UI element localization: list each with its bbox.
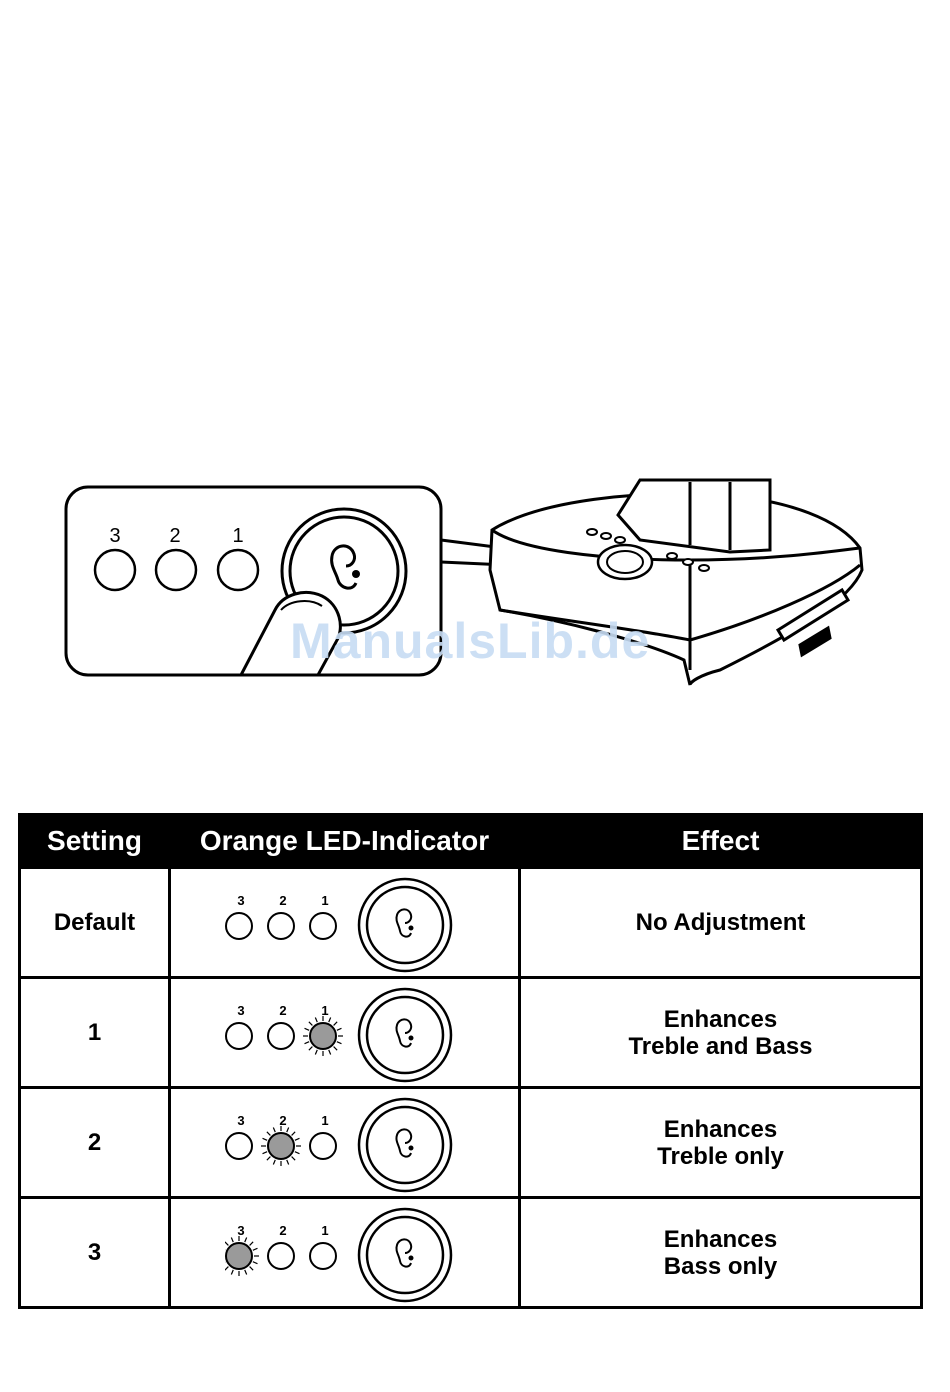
table-row: Default 3 2 1 No Adjustment	[20, 868, 922, 978]
led-label-1: 1	[321, 1113, 328, 1128]
led-2	[268, 1243, 294, 1269]
header-indicator: Orange LED-Indicator	[170, 815, 520, 868]
ear-button-icon	[359, 1209, 451, 1301]
led-label-3: 3	[237, 1223, 244, 1238]
effect-line-1: Enhances	[521, 1226, 920, 1253]
led-label-3: 3	[237, 1003, 244, 1018]
led-3	[226, 913, 252, 939]
effect-line-1: Enhances	[521, 1006, 920, 1033]
led-label-2: 2	[279, 1003, 286, 1018]
zoom-led-1	[218, 550, 258, 590]
indicator-cell: 3 2 1	[170, 868, 520, 978]
device-illustration: 3 2 1	[0, 470, 950, 710]
led-label-2: 2	[279, 1223, 286, 1238]
zoom-label-2: 2	[169, 525, 180, 547]
led-label-1: 1	[321, 1223, 328, 1238]
led-2	[268, 913, 294, 939]
led-lit-1	[310, 1023, 336, 1049]
led-label-1: 1	[321, 1003, 328, 1018]
effect-line-1: Enhances	[521, 1116, 920, 1143]
effect-line-2: Treble only	[521, 1143, 920, 1170]
led-1	[310, 913, 336, 939]
led-indicator-diagram: 3 2 1	[225, 1203, 465, 1303]
header-setting: Setting	[20, 815, 170, 868]
led-1	[310, 1243, 336, 1269]
effect-line-2: Bass only	[521, 1253, 920, 1280]
setting-cell: 2	[20, 1088, 170, 1198]
led-label-2: 2	[279, 1113, 286, 1128]
zoom-led-3	[95, 550, 135, 590]
indicator-cell: 3 2 1	[170, 978, 520, 1088]
setting-cell: 1	[20, 978, 170, 1088]
effect-cell: No Adjustment	[520, 868, 922, 978]
led-indicator-diagram: 3 2 1	[225, 1093, 465, 1193]
zoom-label-1: 1	[232, 525, 243, 547]
indicator-cell: 3 2 1	[170, 1198, 520, 1308]
effect-line-1: No Adjustment	[521, 909, 920, 936]
led-3	[226, 1023, 252, 1049]
table-header-row: Setting Orange LED-Indicator Effect	[20, 815, 922, 868]
led-indicator-diagram: 3 2 1	[225, 983, 465, 1083]
led-indicator-diagram: 3 2 1	[225, 873, 465, 973]
setting-cell: Default	[20, 868, 170, 978]
zoom-label-3: 3	[109, 525, 120, 547]
settings-table: Setting Orange LED-Indicator Effect Defa…	[18, 813, 923, 1309]
header-effect: Effect	[520, 815, 922, 868]
led-1	[310, 1133, 336, 1159]
led-lit-3	[226, 1243, 252, 1269]
led-2	[268, 1023, 294, 1049]
led-label-3: 3	[237, 893, 244, 908]
indicator-cell: 3 2 1	[170, 1088, 520, 1198]
led-lit-2	[268, 1133, 294, 1159]
ear-button-icon	[359, 1099, 451, 1191]
zoom-led-2	[156, 550, 196, 590]
led-label-2: 2	[279, 893, 286, 908]
ear-button-icon	[359, 989, 451, 1081]
led-3	[226, 1133, 252, 1159]
led-label-1: 1	[321, 893, 328, 908]
effect-line-2: Treble and Bass	[521, 1033, 920, 1060]
led-label-3: 3	[237, 1113, 244, 1128]
watermark: ManualsLib.de	[290, 612, 650, 670]
setting-cell: 3	[20, 1198, 170, 1308]
ear-button-icon	[359, 879, 451, 971]
